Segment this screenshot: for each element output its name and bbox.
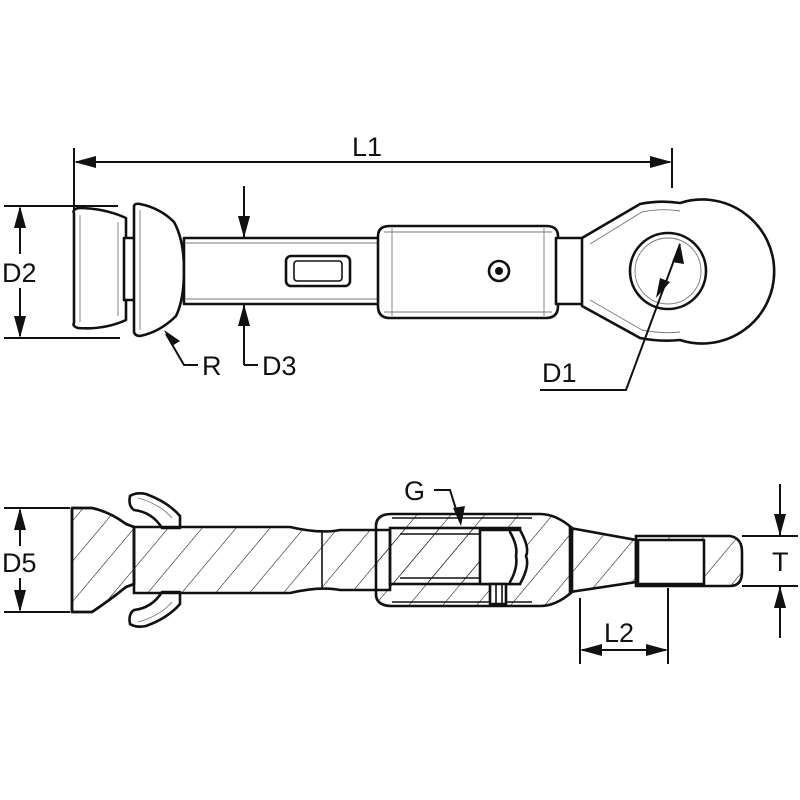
dimension-D3: D3 [238,186,297,381]
top-view: L1 D2 R D3 [2,132,776,391]
socket-wing-bottom [128,590,182,628]
socket-wing-top [128,492,182,530]
label-R: R [202,351,222,381]
section-view: G D5 L2 [2,476,798,664]
label-L2: L2 [604,618,634,648]
label-L1: L1 [352,132,382,162]
socket-dome [132,202,186,338]
eye-hole [628,231,708,311]
label-D3: D3 [262,351,297,381]
label-D5: D5 [2,548,37,578]
shaft-section [132,525,392,595]
dimension-L2: L2 [579,588,669,664]
label-T: T [772,547,789,577]
dimension-D5: D5 [2,507,70,613]
dimension-L1: L1 [73,132,673,210]
collar [554,236,586,306]
label-D2: D2 [2,258,37,288]
label-G: G [404,476,425,506]
leader-G: G [404,476,465,526]
dimension-T: T [742,484,798,638]
label-D1: D1 [542,358,577,388]
ball-head-left [72,206,128,330]
body-shaft [182,236,386,306]
eye-neck-section [568,526,638,594]
inspection-slot [284,254,352,288]
lock-pin [488,582,508,606]
dimension-D2: D2 [2,205,120,339]
eye-bore [636,538,706,586]
leader-R: R [164,330,222,381]
leader-D1: D1 [540,243,684,391]
barrel-sleeve [376,224,560,320]
